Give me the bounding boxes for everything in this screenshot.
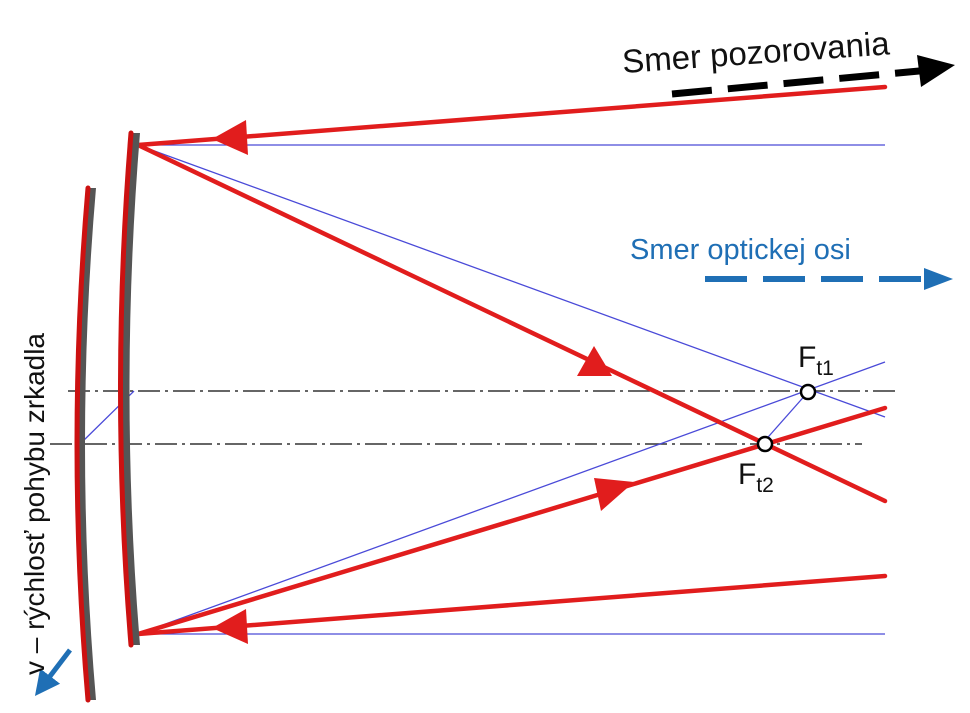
mirror-velocity-arrow [34,648,72,696]
focal-label-ft1-sub: t1 [816,357,834,380]
optical-axis-arrow-head [924,268,953,290]
arrowhead-bottom-reflected [594,478,634,511]
thin-ray-bottom-to-ft1 [137,361,886,635]
focal-point-ft2 [756,435,774,453]
observation-direction-label: Smer pozorovania [621,24,891,80]
focal-point-ft1 [799,383,817,401]
thin-link-ft1-ft2 [761,391,809,445]
optical-axis-direction-arrow [705,268,953,290]
focal-label-ft2-sub: t2 [756,474,774,497]
optical-axis-direction-label: Smer optickej osi [630,234,851,266]
red-ray-bottom-incoming [135,573,888,637]
thin-ray-group [79,144,886,635]
arrowhead-top-reflected [577,346,612,376]
red-ray-top-incoming [135,84,888,148]
front-mirror-surface [118,130,134,648]
observation-arrow-shaft [671,66,931,98]
red-arrowhead-group [212,120,634,644]
arrowhead-top-incoming [212,120,248,155]
mirror-speed-label: v – rýchlosť pohybu zrkadla [19,333,50,675]
arrowhead-bottom-incoming [212,609,248,644]
focal-label-ft2: Ft2 [738,458,774,497]
red-ray-group [135,84,888,637]
observation-arrow-head [917,55,955,87]
focal-label-ft1-main: F [798,341,816,374]
observation-direction-arrow [671,55,955,98]
focal-label-ft2-main: F [738,458,756,491]
rear-mirror-surface [74,185,91,703]
red-ray-top-reflected [135,142,888,504]
focal-label-ft1: Ft1 [798,341,834,380]
thin-ray-top-to-ft1 [137,144,886,418]
